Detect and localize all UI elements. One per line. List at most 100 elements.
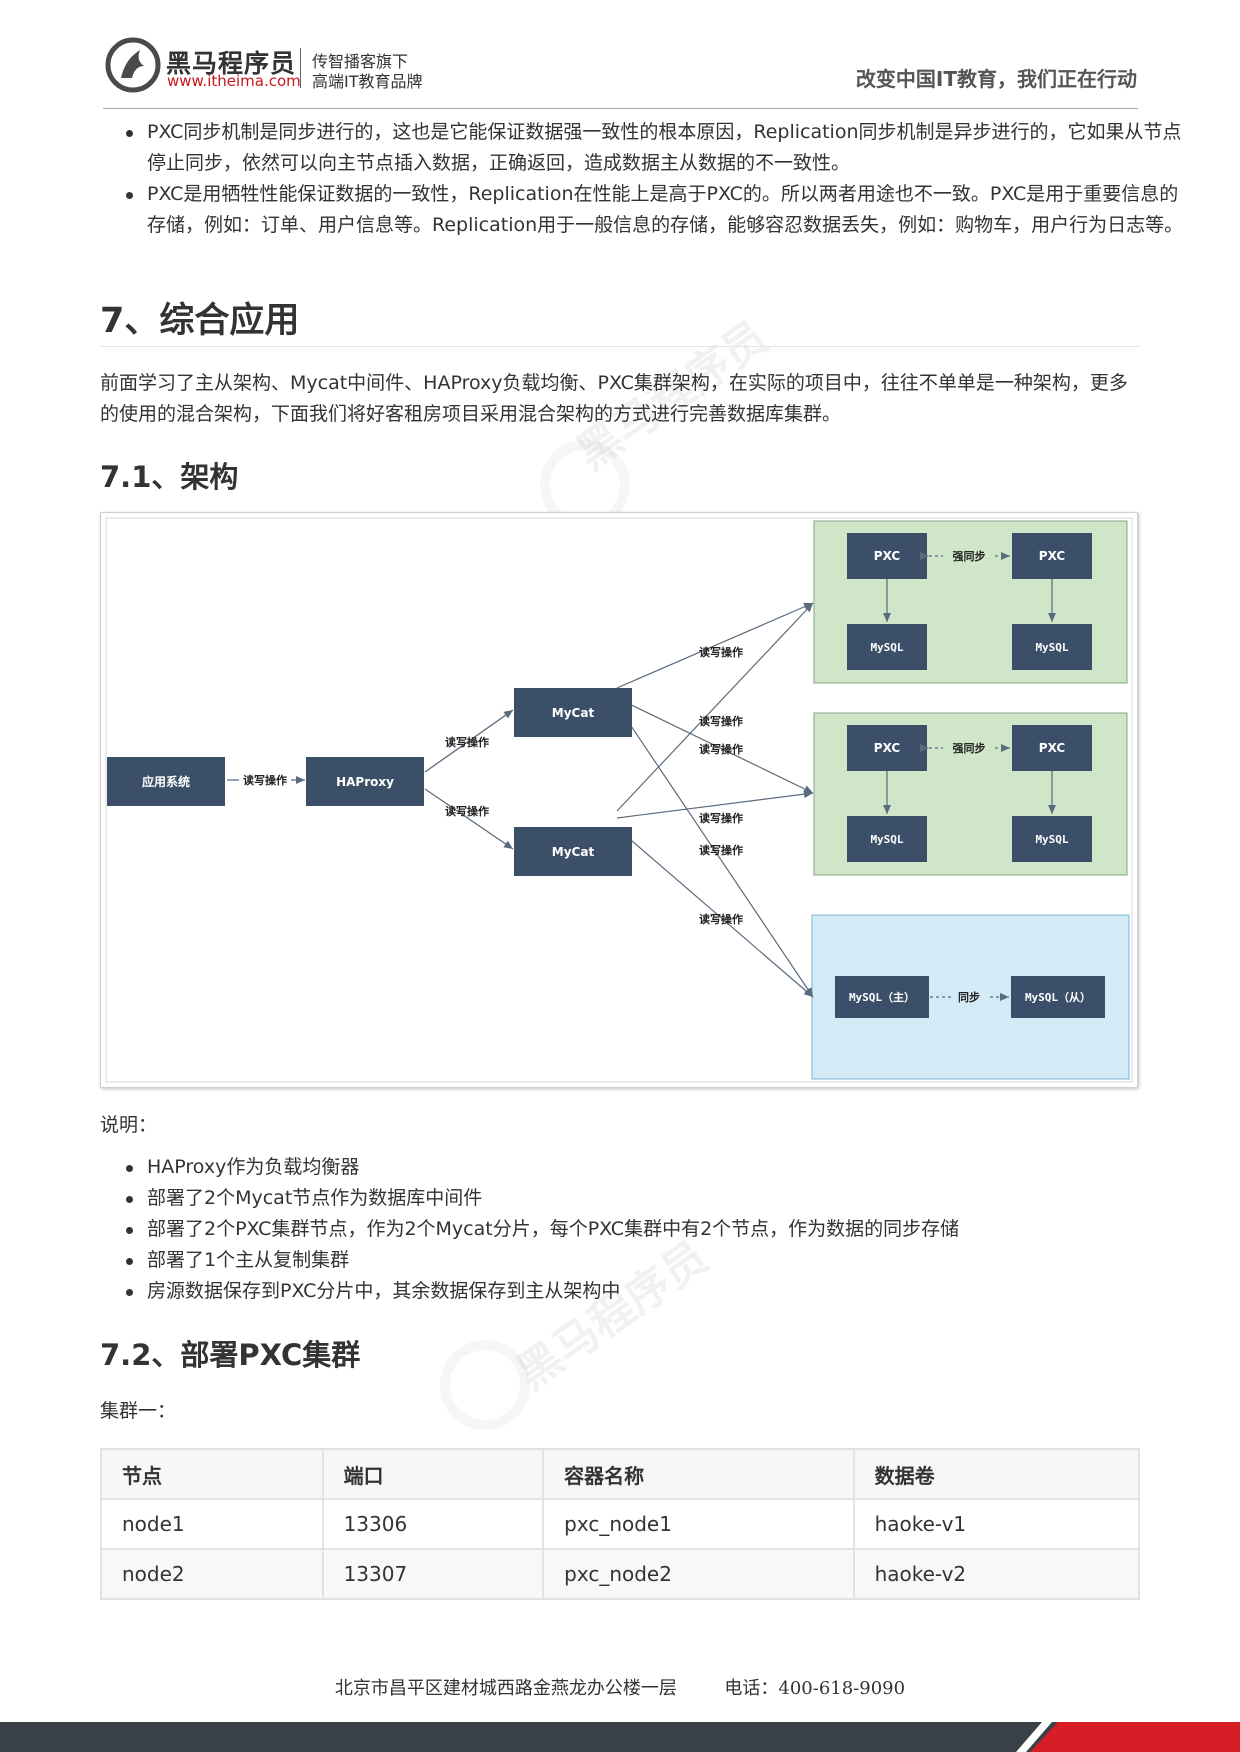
edge-label: 强同步 [953,741,986,755]
architecture-notes-list: HAProxy作为负载均衡器 部署了2个Mycat节点作为数据库中间件 部署了2… [100,1152,1187,1307]
node-label: PXC [874,741,901,755]
node-mysql [1012,624,1092,670]
node-label: MySQL [1035,641,1068,654]
edge-haproxy-mycat2 [424,788,514,850]
node-app-system [107,757,225,806]
node-label: MySQL [1035,833,1068,846]
node-label: MySQL（从） [1025,991,1091,1004]
node-mysql-slave [1011,976,1105,1018]
list-item: PXC是用牺牲性能保证数据的一致性，Replication在性能上是高于PXC的… [126,179,1187,241]
node-label: MyCat [552,845,595,859]
heading-divider [100,346,1140,347]
section-heading: 7、综合应用 [100,301,300,341]
node-mycat-2 [514,827,632,876]
itheima-logo-icon [105,37,161,93]
edge-mycat1-pxc2 [616,697,814,794]
footer-contact: 北京市昌平区建材城西路金燕龙办公楼一层 电话：400-618-9090 [0,1674,1240,1700]
brand-divider [300,48,301,88]
table-cell: haoke-v2 [852,1548,1141,1600]
edge-mycat1-master [616,704,814,998]
brand-tagline-2: 高端IT教育品牌 [312,72,423,91]
node-mysql [847,816,927,862]
edge-haproxy-mycat1 [424,709,514,773]
edge-label-bg [951,989,987,1005]
node-label: PXC [874,549,901,563]
subsection-heading: 7.2、部署PXC集群 [100,1338,361,1372]
footer-phone: 电话：400-618-9090 [724,1678,906,1699]
node-mysql [847,624,927,670]
edge-label-bg [943,740,995,756]
edge-label: 读写操作 [445,735,489,749]
architecture-diagram-svg: 读写操作 读写操作 读写操作 读写操作 读写操作 读写操作 读写操作 读写操作 … [105,517,1133,1083]
edge-label: 读写操作 [699,645,743,659]
edge-label: 读写操作 [699,714,743,728]
table-header-row: 节点 端口 容器名称 数据卷 [100,1448,1141,1500]
node-label: PXC [1039,549,1066,563]
list-item: PXC同步机制是同步进行的，这也是它能保证数据强一致性的根本原因，Replica… [126,117,1187,179]
table-cell: 13306 [321,1498,545,1550]
table-cell: haoke-v1 [852,1498,1141,1550]
list-item: 部署了1个主从复制集群 [126,1245,1187,1276]
node-mycat-1 [514,688,632,737]
edge-label: 强同步 [953,549,986,563]
table-row: node1 13306 pxc_node1 haoke-v1 [100,1498,1141,1550]
edge-label-bg [943,548,995,564]
table-cell: node2 [100,1548,324,1600]
brand-tagline-1: 传智播客旗下 [312,52,409,71]
table-cell: node1 [100,1498,324,1550]
cluster-label: 集群一： [100,1400,177,1422]
edge-label: 读写操作 [445,804,489,818]
node-mysql [1012,816,1092,862]
architecture-diagram: 读写操作 读写操作 读写操作 读写操作 读写操作 读写操作 读写操作 读写操作 … [100,512,1138,1088]
node-pxc [1012,533,1092,579]
brand-name: 黑马程序员 [166,49,297,78]
header-slogan: 改变中国IT教育，我们正在行动 [855,67,1137,91]
subsection-heading: 7.1、架构 [100,460,239,494]
section-paragraph: 前面学习了主从架构、Mycat中间件、HAProxy负载均衡、PXC集群架构，在… [100,372,1128,425]
node-pxc [847,533,927,579]
table-row: node2 13307 pxc_node2 haoke-v2 [100,1548,1141,1600]
edge-label: 读写操作 [699,912,743,926]
node-pxc [847,725,927,771]
node-label: MySQL [870,833,903,846]
footer-address: 北京市昌平区建材城西路金燕龙办公楼一层 [334,1678,677,1699]
table-header-cell: 容器名称 [542,1448,855,1500]
list-item: 房源数据保存到PXC分片中，其余数据保存到主从架构中 [126,1276,1187,1307]
diagram-inner-frame [105,517,1133,1083]
brand-url[interactable]: www.itheima.com [167,72,301,90]
edge-label: 读写操作 [243,773,287,787]
table-cell: 13307 [321,1548,545,1600]
edge-label: 读写操作 [699,742,743,756]
node-label: MyCat [552,706,595,720]
edge-mycat2-pxc1 [616,602,814,812]
list-item: 部署了2个Mycat节点作为数据库中间件 [126,1183,1187,1214]
edge-label: 同步 [958,990,980,1004]
note-label: 说明： [100,1114,158,1136]
node-label: PXC [1039,741,1066,755]
table-cell: pxc_node2 [542,1548,855,1600]
table-header-cell: 数据卷 [852,1448,1141,1500]
edge-mycat2-master [616,827,814,998]
edge-mycat2-pxc2 [616,790,814,819]
node-label: MySQL（主） [849,990,915,1004]
list-item: HAProxy作为负载均衡器 [126,1152,1187,1183]
header-divider [103,108,1138,109]
watermark-logo [440,1340,530,1430]
pxc-cluster-table: 节点 端口 容器名称 数据卷 node1 13306 pxc_node1 hao… [100,1448,1141,1600]
table-cell: pxc_node1 [542,1498,855,1550]
edge-label: 读写操作 [699,811,743,825]
node-label: 应用系统 [142,774,190,789]
intro-bullet-list: PXC同步机制是同步进行的，这也是它能保证数据强一致性的根本原因，Replica… [100,117,1187,241]
table-header-cell: 节点 [100,1448,324,1500]
table-header-cell: 端口 [321,1448,545,1500]
node-pxc [1012,725,1092,771]
edge-mycat1-pxc1 [616,602,814,689]
node-label: MySQL [870,641,903,654]
node-haproxy [306,757,424,806]
list-item: 部署了2个PXC集群节点，作为2个Mycat分片，每个PXC集群中有2个节点，作… [126,1214,1187,1245]
footer-accent [1030,1722,1240,1752]
node-mysql-master [835,976,929,1018]
edge-label: 读写操作 [699,843,743,857]
node-label: HAProxy [336,775,394,789]
edge-label-bg [239,772,291,788]
